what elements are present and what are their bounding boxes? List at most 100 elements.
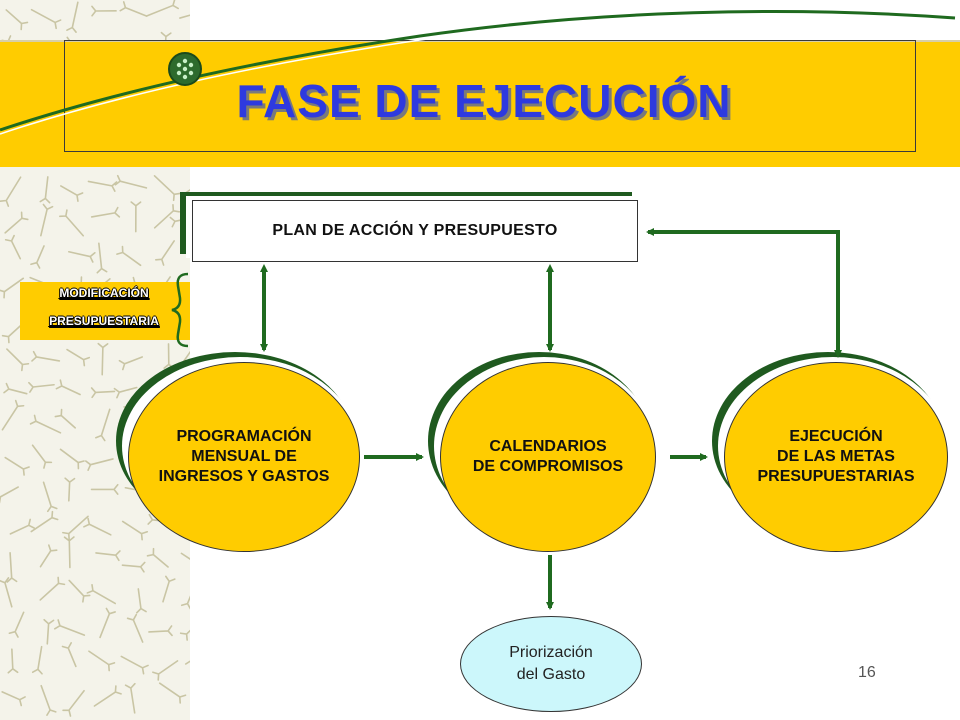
pattern-figure — [184, 188, 190, 194]
pattern-figure — [90, 387, 116, 399]
brace-icon — [171, 272, 189, 348]
pattern-figure — [39, 544, 58, 568]
modificacion-label-line1: MODIFICACIÓN — [59, 286, 149, 300]
pattern-figure — [162, 575, 176, 603]
pattern-figure — [4, 456, 30, 476]
pattern-figure — [118, 356, 143, 371]
pattern-figure — [124, 682, 136, 714]
pattern-figure — [97, 342, 109, 376]
pattern-figure — [64, 477, 76, 502]
pattern-figure — [59, 209, 85, 237]
pattern-figure — [180, 552, 190, 560]
logo-icon — [168, 52, 202, 86]
pattern-figure — [3, 382, 28, 395]
pattern-figure — [60, 185, 84, 202]
pattern-figure — [39, 576, 66, 601]
pattern-figure — [93, 685, 122, 707]
pattern-figure — [84, 458, 114, 471]
pattern-figure — [30, 8, 62, 30]
pattern-figure — [4, 234, 22, 260]
pattern-figure — [54, 408, 76, 429]
pattern-figure — [158, 682, 187, 704]
pattern-figure — [43, 618, 55, 645]
pattern-figure — [153, 204, 181, 229]
pattern-figure — [59, 448, 85, 470]
pattern-figure — [53, 619, 86, 636]
pattern-figure — [87, 180, 118, 192]
pattern-figure — [31, 444, 53, 469]
pattern-figure — [126, 613, 144, 643]
pattern-figure — [179, 14, 190, 19]
pattern-figure — [184, 660, 190, 665]
pattern-figure — [95, 408, 111, 442]
pattern-figure — [154, 240, 175, 266]
pattern-figure — [30, 510, 59, 533]
pattern-figure — [61, 642, 77, 668]
calendarios-node: CALENDARIOS DE COMPROMISOS — [440, 362, 656, 552]
pattern-figure — [40, 203, 54, 237]
arrow-ejecucion-plan — [646, 228, 842, 358]
pattern-figure — [91, 5, 117, 17]
pattern-figure — [28, 381, 55, 393]
pattern-figure — [68, 250, 96, 263]
pattern-figure — [90, 206, 121, 218]
pattern-figure — [99, 607, 116, 639]
pattern-figure — [0, 486, 19, 504]
page-number: 16 — [858, 664, 876, 681]
pattern-figure — [114, 174, 148, 189]
pattern-figure — [0, 277, 25, 299]
programacion-node: PROGRAMACIÓN MENSUAL DE INGRESOS Y GASTO… — [128, 362, 360, 552]
title-frame — [64, 40, 916, 152]
pattern-figure — [40, 684, 57, 716]
priorizacion-node: Priorización del Gasto — [460, 616, 642, 712]
pattern-figure — [146, 0, 179, 17]
modificacion-label-line2: PRESUPUESTARIA — [49, 314, 159, 328]
pattern-figure — [86, 583, 117, 605]
pattern-figure — [30, 245, 45, 269]
pattern-figure — [66, 348, 91, 367]
pattern-figure — [8, 611, 25, 638]
pattern-figure — [62, 515, 89, 541]
pattern-figure — [121, 520, 149, 541]
slide-title: FASE DE EJECUCIÓN — [236, 75, 732, 127]
pattern-figure — [1, 691, 26, 707]
pattern-figure — [0, 577, 13, 608]
pattern-figure — [6, 551, 18, 583]
pattern-figure — [153, 175, 181, 202]
pattern-figure — [7, 648, 19, 674]
pattern-figure — [1, 399, 25, 431]
pattern-figure — [5, 9, 29, 31]
pattern-figure — [179, 629, 190, 641]
pattern-figure — [119, 1, 148, 17]
pattern-figure — [90, 483, 119, 495]
ejecucion-node: EJECUCIÓN DE LAS METAS PRESUPUESTARIAS — [724, 362, 948, 552]
pattern-figure — [0, 176, 22, 207]
pattern-figure — [152, 660, 179, 681]
pattern-figure — [148, 625, 173, 637]
pattern-figure — [135, 588, 147, 614]
pattern-figure — [55, 379, 81, 396]
pattern-figure — [31, 645, 43, 675]
pattern-figure — [31, 350, 61, 362]
band-top-line — [0, 40, 960, 42]
pattern-figure — [113, 386, 138, 399]
pattern-figure — [180, 595, 190, 610]
pattern-figure — [68, 579, 91, 603]
modificacion-label-box — [20, 282, 190, 340]
pattern-figure — [6, 348, 30, 372]
pattern-figure — [63, 536, 75, 569]
pattern-figure — [62, 689, 85, 717]
pattern-figure — [95, 550, 121, 562]
pattern-figure — [96, 242, 108, 274]
plan-box: PLAN DE ACCIÓN Y PRESUPUESTO — [192, 200, 638, 262]
pattern-figure — [88, 650, 116, 672]
pattern-figure — [29, 414, 62, 434]
pattern-figure — [83, 517, 112, 536]
pattern-figure — [146, 547, 169, 568]
pattern-figure — [120, 655, 149, 675]
pattern-figure — [39, 176, 51, 204]
pattern-figure — [42, 481, 58, 513]
pattern-figure — [121, 561, 146, 573]
